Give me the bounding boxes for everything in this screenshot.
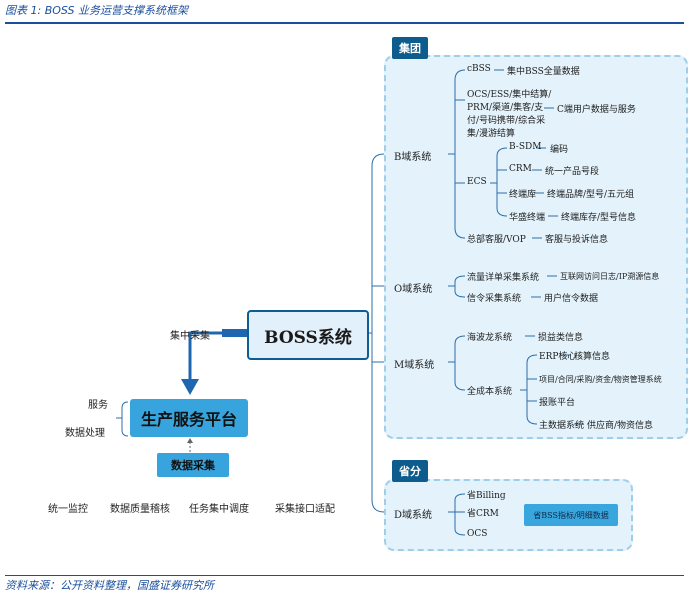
figure-caption: 图表 1: BOSS 业务运营支撑系统框架 [5,4,188,17]
report-platform-label: 报账平台 [539,398,576,408]
m-domain-label: M域系统 [394,360,435,371]
data-processing-label: 数据处理 [65,428,105,439]
top-rule [5,22,684,24]
ecs-item-huasheng: 华盛终端 [509,213,546,223]
hailong-label: 海波龙系统 [467,333,513,343]
erp-desc: 核算信息 [574,352,611,362]
ecs-desc-crm: 统一产品号段 [545,167,600,177]
bottom-item-scheduling: 任务集中调度 [189,504,249,515]
ecs-desc-terminal-lib: 终端品牌/型号/五元组 [547,190,635,200]
cbss-label: cBSS [467,64,491,74]
d-item-ocs: OCS [467,529,488,539]
bottom-item-interface: 采集接口适配 [275,504,335,515]
ecs-item-terminal-lib: 终端库 [509,190,537,200]
group-tag: 集团 [392,37,428,59]
o-domain-label: O域系统 [394,284,433,295]
cbss-desc: 集中BSS全量数据 [507,67,580,77]
master-data-label: 主数据系统 [539,421,585,431]
group-zone [384,55,688,439]
d-domain-label: D域系统 [394,510,433,521]
ecs-item-bsdm: B-SDM [509,142,542,152]
central-collection-label: 集中采集 [170,331,210,342]
master-data-desc: 供应商/物资信息 [587,421,654,431]
bottom-item-monitor: 统一监控 [48,504,88,515]
ecs-desc-bsdm: 编码 [550,145,569,155]
d-item-crm: 省CRM [467,509,499,519]
erp-label: ERP核心 [539,352,577,362]
o-item-flow: 流量详单采集系统 [467,273,540,283]
o-item-signal: 信令采集系统 [467,294,522,304]
ocs-line-3: 付/号码携带/综合采 [467,116,546,126]
service-label: 服务 [88,400,108,411]
boss-system-node: BOSS系统 [247,310,369,360]
o-desc-flow: 互联网访问日志/IP溯源信息 [560,272,660,281]
b-domain-label: B域系统 [394,152,432,163]
cost-system-label: 全成本系统 [467,387,513,397]
ecs-label: ECS [467,177,487,187]
vop-label: 总部客服/VOP [467,235,526,245]
province-bss-data-box: 省BSS指标/明细数据 [524,504,618,526]
source-note: 资料来源：公开资料整理，国盛证券研究所 [5,579,214,592]
ocs-desc: C端用户数据与服务 [557,105,636,115]
ecs-desc-huasheng: 终端库存/型号信息 [561,213,637,223]
bottom-item-quality: 数据质量稽核 [110,504,170,515]
data-collection-box: 数据采集 [157,453,229,477]
ocs-line-1: OCS/ESS/集中结算/ [467,90,552,100]
ecs-item-crm: CRM [509,164,532,174]
project-label: 项目/合同/采购/资金/物资管理系统 [539,375,662,384]
o-desc-signal: 用户信令数据 [544,294,599,304]
hailong-desc: 损益类信息 [538,333,584,343]
vop-desc: 客服与投诉信息 [545,235,609,245]
province-tag: 省分 [392,460,428,482]
production-service-platform: 生产服务平台 [130,399,248,437]
bottom-rule [5,575,684,576]
d-item-billing: 省Billing [467,491,506,501]
ocs-line-2: PRM/渠道/集客/支 [467,103,544,113]
ocs-line-4: 集/漫游结算 [467,129,516,139]
